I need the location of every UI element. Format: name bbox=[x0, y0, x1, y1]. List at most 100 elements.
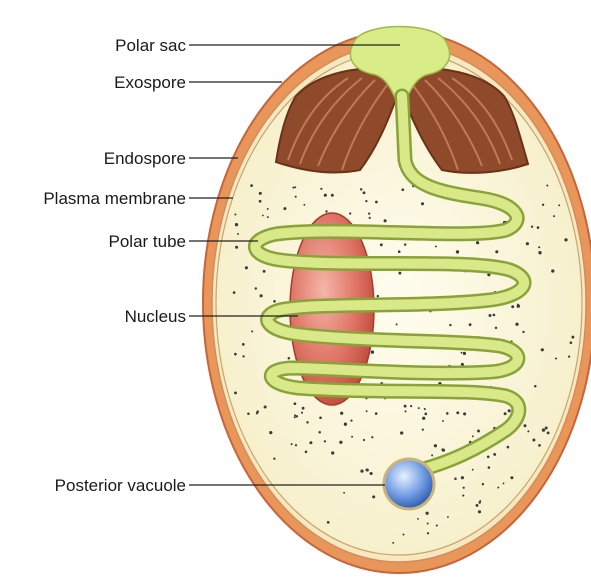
granule bbox=[375, 201, 378, 204]
granule bbox=[410, 405, 412, 407]
granule bbox=[324, 440, 326, 442]
granule bbox=[461, 352, 463, 354]
granule bbox=[546, 184, 548, 186]
granule bbox=[542, 204, 544, 206]
label-endospore: Endospore bbox=[104, 149, 238, 168]
granule bbox=[273, 458, 275, 460]
granule bbox=[256, 412, 258, 414]
granule bbox=[251, 330, 253, 332]
label-endospore-text: Endospore bbox=[104, 149, 186, 168]
granule bbox=[242, 355, 244, 357]
granule bbox=[435, 245, 437, 247]
granule bbox=[283, 207, 286, 210]
granule bbox=[489, 314, 492, 317]
granule bbox=[380, 243, 383, 246]
granule bbox=[340, 412, 343, 415]
granule bbox=[291, 443, 293, 445]
granule bbox=[351, 436, 353, 438]
granule bbox=[267, 208, 269, 210]
granule bbox=[360, 470, 363, 473]
granule bbox=[503, 482, 505, 484]
granule bbox=[422, 417, 425, 420]
label-plasma-membrane: Plasma membrane bbox=[43, 189, 233, 208]
granule bbox=[558, 204, 560, 206]
granule bbox=[461, 476, 464, 479]
granule bbox=[482, 483, 484, 485]
granule bbox=[363, 439, 365, 441]
granule bbox=[538, 251, 541, 254]
granule bbox=[487, 455, 490, 458]
granule bbox=[401, 188, 404, 191]
granule bbox=[398, 250, 401, 253]
granule bbox=[538, 246, 540, 248]
granule bbox=[255, 287, 257, 289]
granule bbox=[235, 246, 238, 249]
granule bbox=[370, 472, 373, 475]
granule bbox=[295, 444, 297, 446]
label-nucleus-text: Nucleus bbox=[125, 307, 186, 326]
granule bbox=[478, 501, 480, 503]
granule bbox=[472, 435, 474, 437]
granule bbox=[404, 405, 407, 408]
granule bbox=[245, 266, 248, 269]
granule bbox=[331, 194, 334, 197]
granule bbox=[522, 331, 524, 333]
label-posterior-vacuole-text: Posterior vacuole bbox=[55, 476, 186, 495]
granule bbox=[247, 412, 250, 415]
granule bbox=[417, 518, 419, 520]
granule bbox=[531, 226, 533, 228]
granule bbox=[488, 466, 491, 469]
granule bbox=[302, 407, 305, 410]
granule bbox=[305, 451, 308, 454]
granule bbox=[456, 411, 459, 414]
granule bbox=[369, 217, 371, 219]
granule bbox=[570, 341, 573, 344]
granule bbox=[553, 215, 555, 217]
granule bbox=[431, 454, 433, 456]
granule bbox=[493, 453, 496, 456]
granule bbox=[398, 272, 401, 275]
granule bbox=[365, 468, 368, 471]
granule bbox=[325, 210, 327, 212]
granule bbox=[306, 421, 308, 423]
granule bbox=[477, 430, 480, 433]
label-exospore: Exospore bbox=[114, 73, 282, 92]
granule bbox=[447, 516, 449, 518]
granule bbox=[292, 187, 294, 189]
granule bbox=[493, 314, 496, 317]
granule bbox=[442, 420, 444, 422]
granule bbox=[234, 391, 237, 394]
granule bbox=[436, 524, 438, 526]
granule bbox=[371, 350, 374, 353]
label-exospore-text: Exospore bbox=[114, 73, 186, 92]
granule bbox=[273, 300, 276, 303]
granule bbox=[365, 200, 367, 202]
granule bbox=[449, 324, 451, 326]
granule bbox=[262, 215, 264, 217]
granule bbox=[259, 200, 262, 203]
granule bbox=[250, 184, 253, 187]
granule bbox=[424, 408, 426, 410]
granule bbox=[427, 532, 429, 534]
granule bbox=[237, 233, 239, 235]
granule bbox=[434, 444, 437, 447]
granule bbox=[260, 294, 263, 297]
granule bbox=[424, 413, 427, 416]
granule bbox=[551, 269, 554, 272]
granule bbox=[234, 353, 237, 356]
granule bbox=[349, 212, 351, 214]
granule bbox=[350, 420, 352, 422]
granule bbox=[526, 242, 529, 245]
granule bbox=[564, 238, 567, 241]
granule bbox=[571, 336, 574, 339]
granule bbox=[368, 212, 370, 214]
granule bbox=[422, 428, 424, 430]
label-polar-sac-text: Polar sac bbox=[115, 36, 186, 55]
label-polar-tube-text: Polar tube bbox=[109, 232, 187, 251]
granule bbox=[318, 431, 321, 434]
granule bbox=[456, 250, 459, 253]
granule bbox=[294, 402, 297, 405]
granule bbox=[472, 469, 474, 471]
granule bbox=[288, 357, 291, 360]
granule bbox=[495, 327, 497, 329]
